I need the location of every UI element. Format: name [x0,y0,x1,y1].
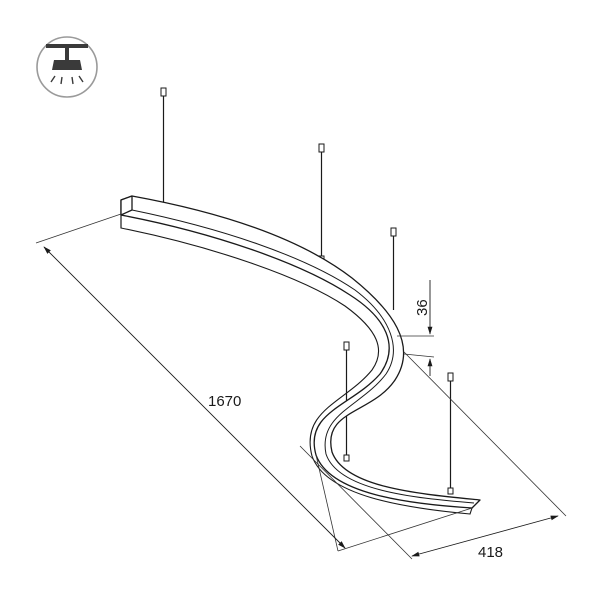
height-label: 36 [414,299,431,316]
suspension-wire-1 [160,87,167,210]
width-label: 418 [478,544,503,561]
dimension-width: 418 [299,351,567,561]
suspension-wires [160,87,454,495]
pendant-ceiling-mount-icon [36,36,98,98]
lamp-body [120,195,481,515]
dimension-height: 36 [397,280,435,376]
suspension-wire-2 [318,143,325,263]
length-label: 1670 [208,393,241,410]
suspension-wire-3 [390,227,397,310]
dimension-length: 1670 [35,213,346,552]
suspension-wire-5 [447,372,454,495]
